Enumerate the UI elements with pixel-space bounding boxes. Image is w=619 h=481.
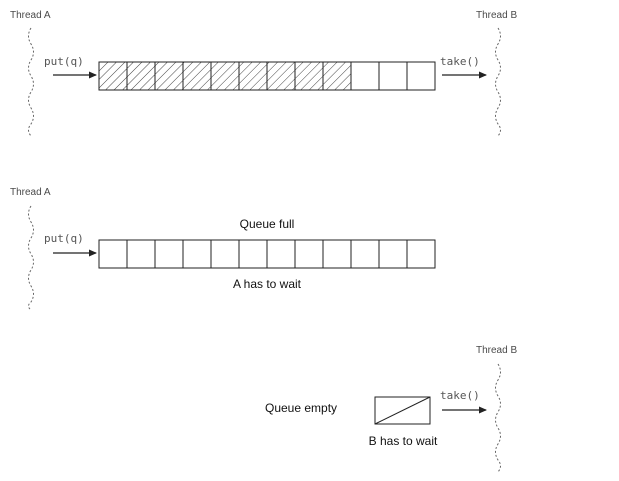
section-3: Thread B Queue empty take() B has to wai…: [265, 345, 517, 473]
queue-slot-empty: [182, 239, 212, 269]
queue-slot-filled: [238, 61, 268, 91]
put-label: put(q): [44, 232, 84, 245]
queue-slot-empty: [98, 239, 128, 269]
queue-slot-empty: [126, 239, 156, 269]
thread-a-lifeline: [28, 205, 34, 311]
thread-b-label: Thread B: [476, 10, 517, 21]
queue-slot-empty: [350, 239, 380, 269]
queue-slot-empty: [378, 239, 408, 269]
queue-slot-empty: [294, 239, 324, 269]
put-label: put(q): [44, 55, 84, 68]
queue-slot-filled: [126, 61, 156, 91]
b-has-to-wait-caption: B has to wait: [369, 434, 438, 448]
section-1: Thread A put(q) take() Thread B: [10, 10, 517, 137]
queue-full-caption: Queue full: [240, 217, 295, 231]
queue-slot-empty: [406, 239, 436, 269]
queue-partial: [98, 61, 436, 91]
queue-slot-empty: [266, 239, 296, 269]
queue-slot-filled: [266, 61, 296, 91]
queue-slot-filled: [182, 61, 212, 91]
take-label: take(): [440, 55, 480, 68]
thread-a-label: Thread A: [10, 187, 51, 198]
queue-slot-empty: [378, 61, 408, 91]
thread-a-label: Thread A: [10, 10, 51, 21]
take-label: take(): [440, 389, 480, 402]
section-2: Thread A put(q) Queue full A has to wait: [10, 187, 436, 311]
empty-queue-diagonal: [374, 396, 431, 425]
queue-empty-caption: Queue empty: [265, 401, 337, 415]
queue-full: [98, 239, 436, 269]
queue-slot-empty: [406, 61, 436, 91]
thread-b-lifeline: [495, 27, 501, 137]
queue-slot-filled: [98, 61, 128, 91]
thread-a-lifeline: [28, 27, 34, 137]
queue-slot-empty: [350, 61, 380, 91]
queue-slot-empty: [322, 239, 352, 269]
queue-slot-filled: [294, 61, 324, 91]
queue-slot-filled: [322, 61, 352, 91]
thread-b-lifeline: [495, 363, 501, 473]
queue-slot-empty: [238, 239, 268, 269]
a-has-to-wait-caption: A has to wait: [233, 277, 302, 291]
queue-slot-empty: [154, 239, 184, 269]
queue-slot-filled: [154, 61, 184, 91]
thread-b-label: Thread B: [476, 345, 517, 356]
queue-slot-empty: [210, 239, 240, 269]
queue-slot-filled: [210, 61, 240, 91]
